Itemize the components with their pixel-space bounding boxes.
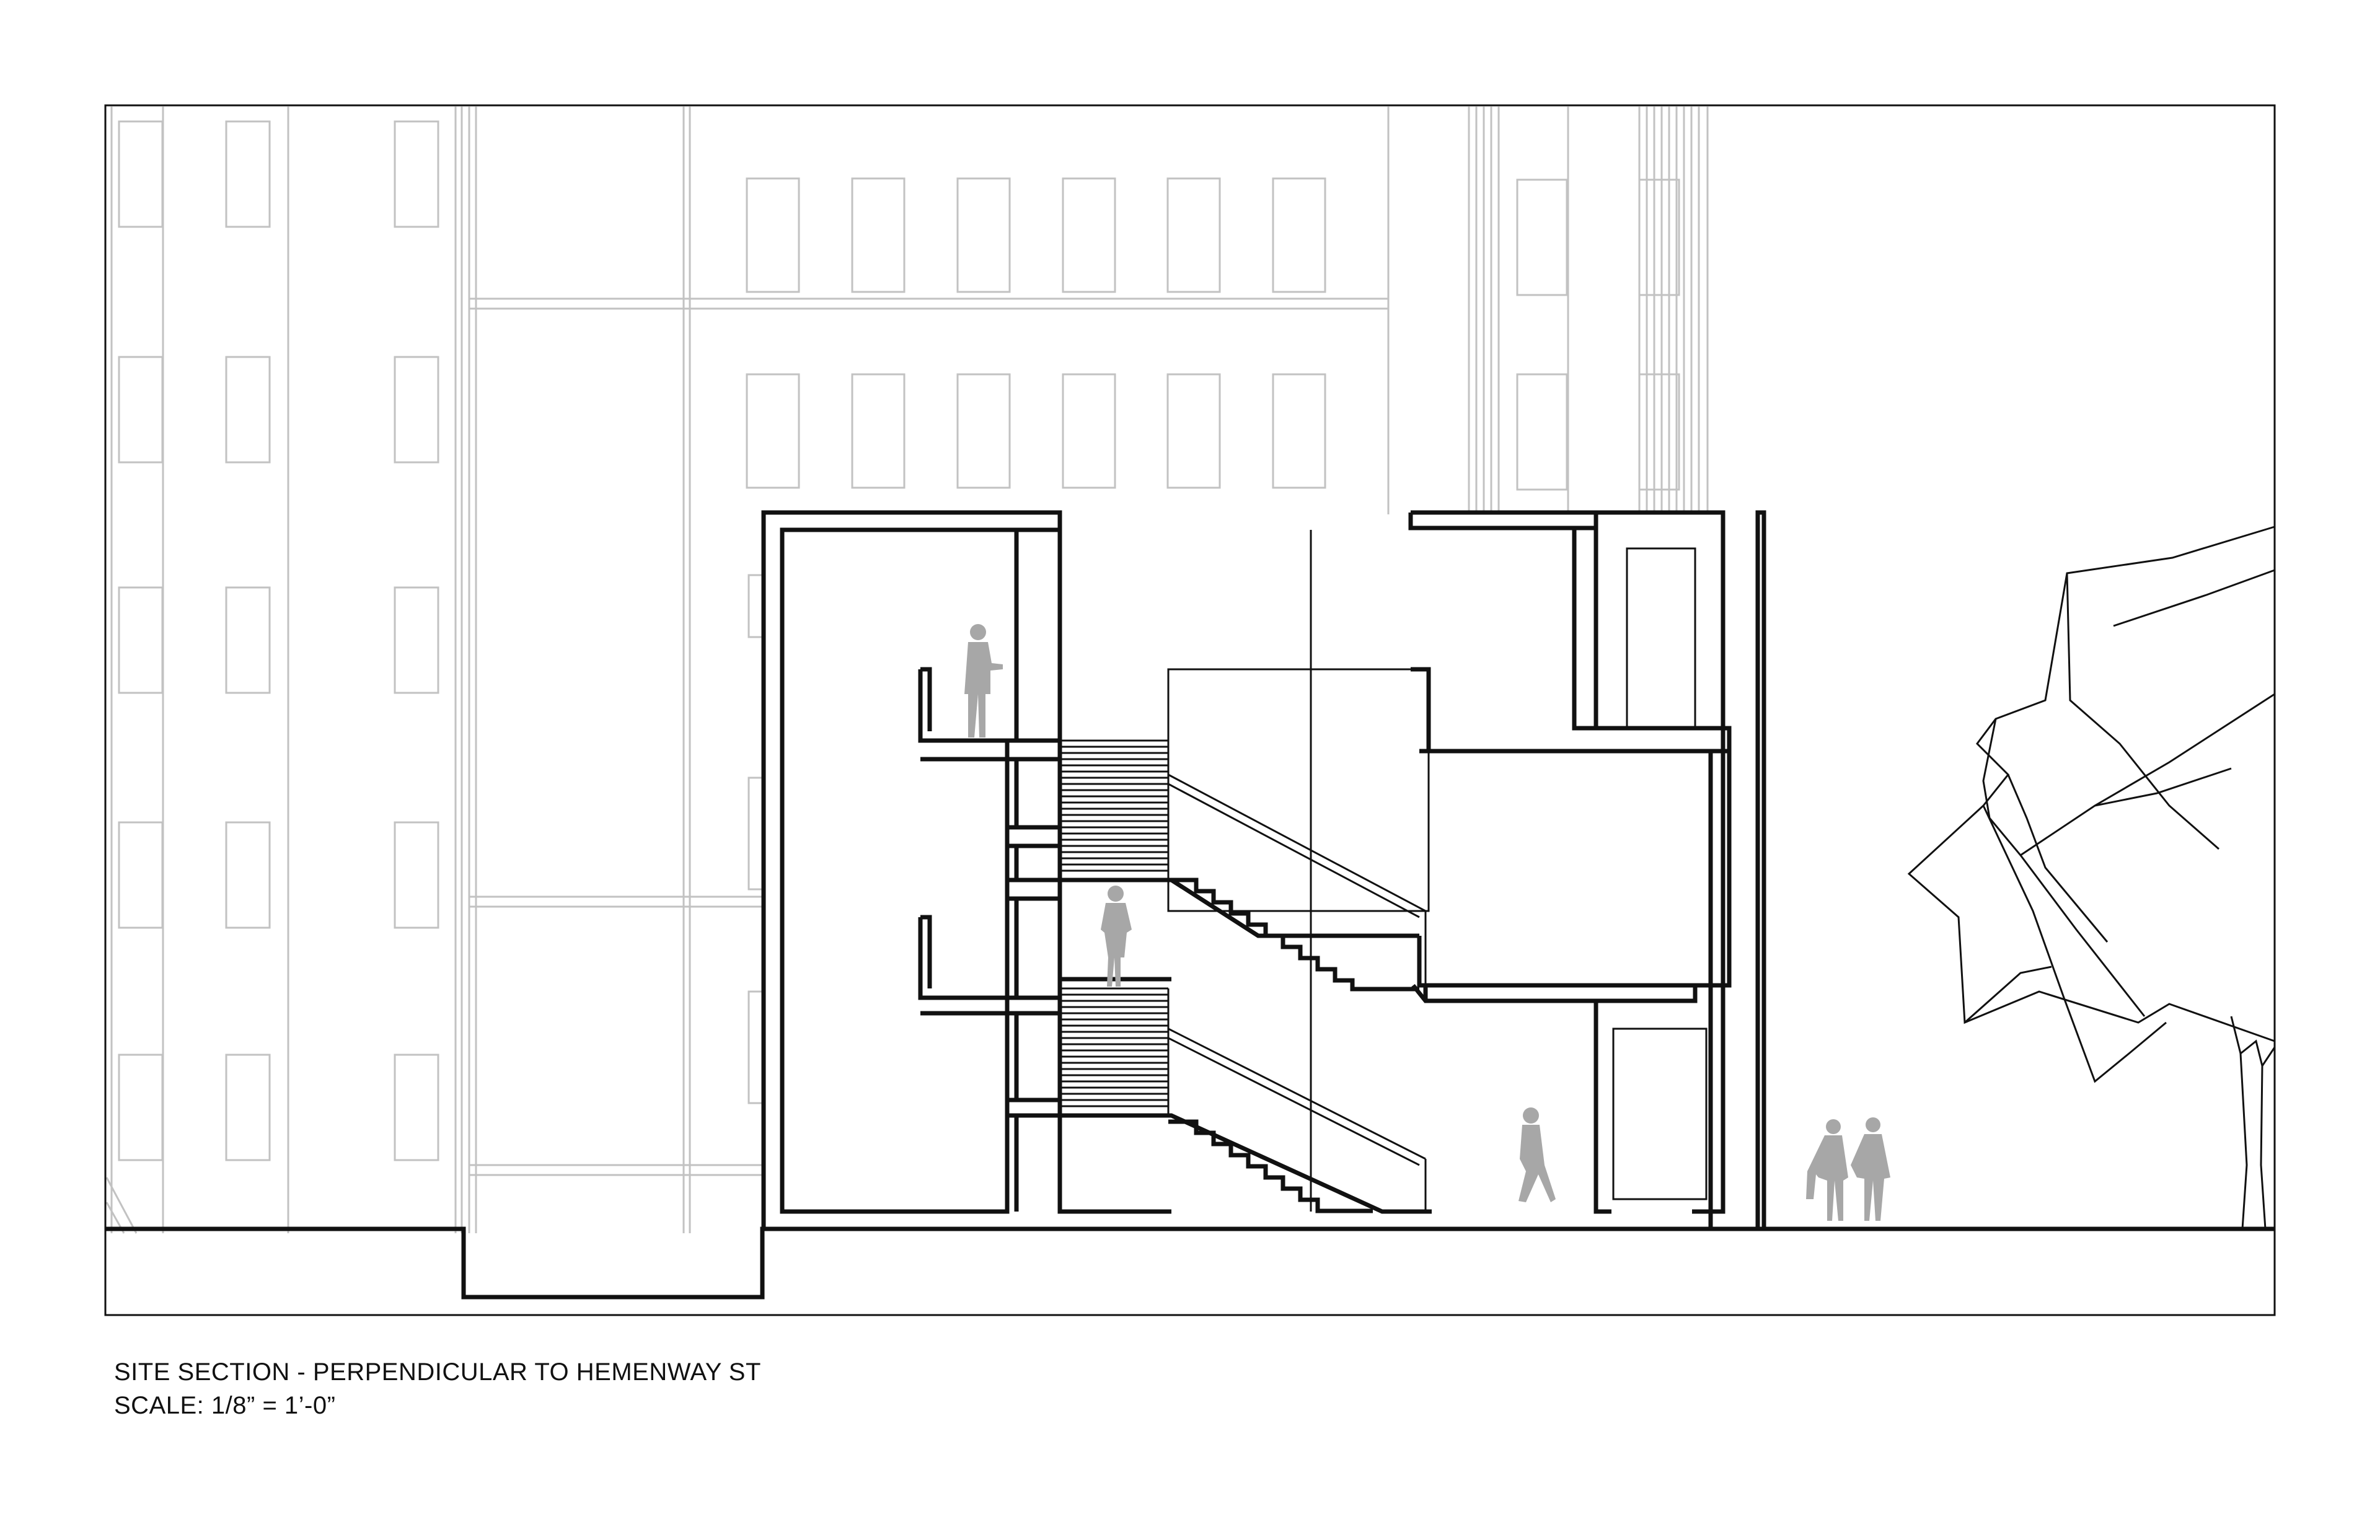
background-building-center <box>469 107 1388 1233</box>
drawing-frame <box>104 104 2276 1316</box>
ground-line <box>105 1226 2275 1300</box>
stair-upper <box>1060 739 1170 880</box>
background-building-left <box>105 107 477 1234</box>
stair-diagonal-upper <box>1168 773 1427 992</box>
tree-outline <box>1907 526 2276 1230</box>
stair-diagonal-lower <box>1168 1027 1427 1213</box>
drawing-scale: SCALE: 1/8” = 1’-0” <box>114 1392 336 1419</box>
building-section <box>761 510 1766 1231</box>
person-on-stair <box>1101 886 1132 987</box>
people-couple-outside <box>1806 1117 1890 1221</box>
drawing-title: SITE SECTION - PERPENDICULAR TO HEMENWAY… <box>114 1358 761 1386</box>
person-ground-floor <box>1518 1107 1556 1202</box>
stair-lower <box>1060 987 1170 1115</box>
person-upper-balcony <box>964 624 1003 737</box>
background-building-right <box>1387 107 1709 514</box>
